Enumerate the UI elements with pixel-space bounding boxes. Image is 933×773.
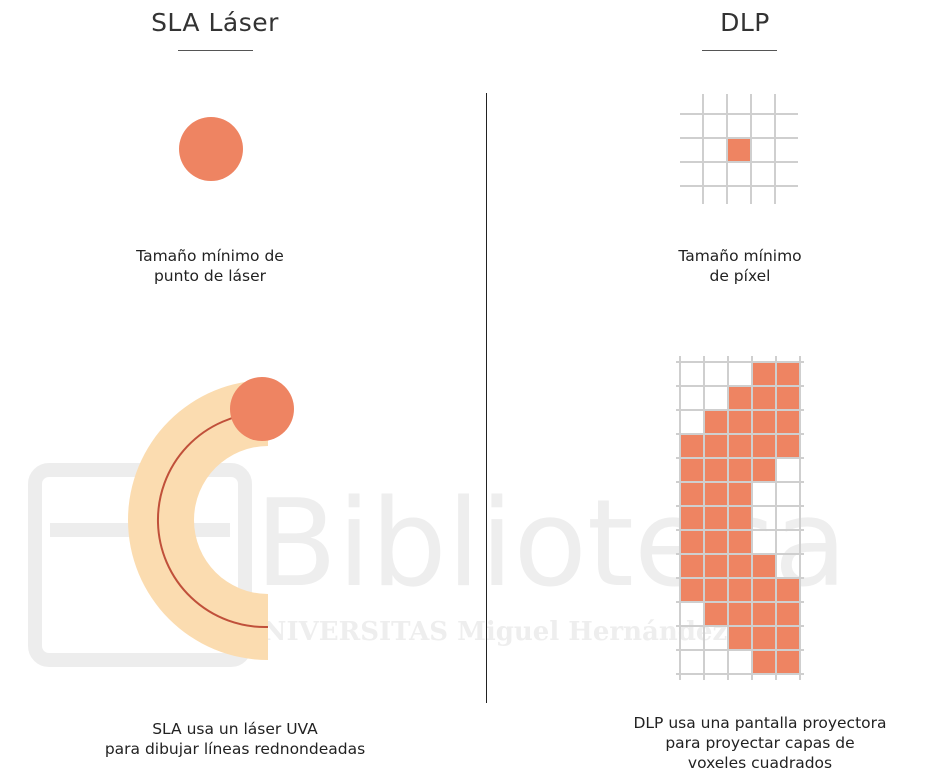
dlp-min-size-line-2: de píxel bbox=[709, 267, 771, 285]
voxel bbox=[729, 627, 751, 649]
laser-point-dot bbox=[179, 117, 243, 181]
sla-title-underline bbox=[178, 50, 253, 51]
single-pixel bbox=[728, 139, 750, 161]
sla-min-size-line-1: Tamaño mínimo de bbox=[136, 247, 284, 265]
voxel bbox=[753, 411, 775, 433]
dlp-bottom-line-3: voxeles cuadrados bbox=[687, 754, 833, 772]
voxel bbox=[729, 459, 751, 481]
sla-min-size-caption: Tamaño mínimo de punto de láser bbox=[95, 246, 325, 286]
voxel-grid bbox=[676, 356, 804, 680]
voxel bbox=[705, 579, 727, 601]
voxel bbox=[753, 387, 775, 409]
voxel bbox=[729, 507, 751, 529]
voxel bbox=[681, 507, 703, 529]
voxel bbox=[777, 651, 799, 673]
voxel bbox=[729, 387, 751, 409]
sla-bottom-caption: SLA usa un láser UVA para dibujar líneas… bbox=[40, 719, 430, 759]
voxel bbox=[729, 411, 751, 433]
voxel bbox=[729, 579, 751, 601]
laser-path-band bbox=[128, 380, 268, 660]
voxel bbox=[777, 363, 799, 385]
voxel bbox=[705, 411, 727, 433]
voxel bbox=[705, 435, 727, 457]
voxel bbox=[753, 459, 775, 481]
voxel bbox=[705, 459, 727, 481]
voxel bbox=[777, 579, 799, 601]
voxel bbox=[777, 435, 799, 457]
voxel bbox=[729, 483, 751, 505]
voxel bbox=[753, 579, 775, 601]
voxel bbox=[753, 651, 775, 673]
dlp-bottom-caption: DLP usa una pantalla proyectora para pro… bbox=[600, 713, 920, 773]
voxel bbox=[705, 555, 727, 577]
dlp-min-size-caption: Tamaño mínimo de píxel bbox=[625, 246, 855, 286]
voxel bbox=[729, 435, 751, 457]
sla-bottom-line-2: para dibujar líneas rednondeadas bbox=[104, 740, 366, 758]
voxel bbox=[753, 435, 775, 457]
voxel bbox=[681, 579, 703, 601]
voxel bbox=[777, 603, 799, 625]
pixel-grid bbox=[680, 94, 798, 204]
center-divider bbox=[486, 93, 487, 703]
sla-bottom-line-1: SLA usa un láser UVA bbox=[152, 720, 318, 738]
voxel bbox=[777, 627, 799, 649]
voxel bbox=[753, 555, 775, 577]
voxel bbox=[729, 555, 751, 577]
laser-path-line bbox=[157, 412, 269, 629]
sla-title: SLA Láser bbox=[151, 8, 279, 37]
voxel bbox=[681, 531, 703, 553]
watermark-subtitle: UNIVERSITAS Miguel Hernández bbox=[240, 617, 727, 647]
voxel-cells bbox=[681, 363, 799, 673]
voxel bbox=[705, 531, 727, 553]
voxel bbox=[681, 435, 703, 457]
voxel bbox=[777, 411, 799, 433]
dlp-bottom-line-2: para proyectar capas de bbox=[665, 734, 855, 752]
voxel bbox=[681, 483, 703, 505]
voxel bbox=[753, 627, 775, 649]
voxel bbox=[729, 531, 751, 553]
dlp-title-underline bbox=[702, 50, 777, 51]
dlp-title: DLP bbox=[720, 8, 770, 37]
sla-min-size-line-2: punto de láser bbox=[153, 267, 267, 285]
voxel bbox=[705, 507, 727, 529]
laser-head-dot bbox=[230, 377, 294, 441]
dlp-min-size-line-1: Tamaño mínimo bbox=[678, 247, 802, 265]
voxel bbox=[705, 603, 727, 625]
voxel bbox=[681, 459, 703, 481]
voxel bbox=[753, 363, 775, 385]
voxel bbox=[681, 555, 703, 577]
voxel bbox=[729, 603, 751, 625]
voxel bbox=[777, 387, 799, 409]
dlp-bottom-line-1: DLP usa una pantalla proyectora bbox=[633, 714, 887, 732]
voxel bbox=[753, 603, 775, 625]
voxel bbox=[705, 483, 727, 505]
